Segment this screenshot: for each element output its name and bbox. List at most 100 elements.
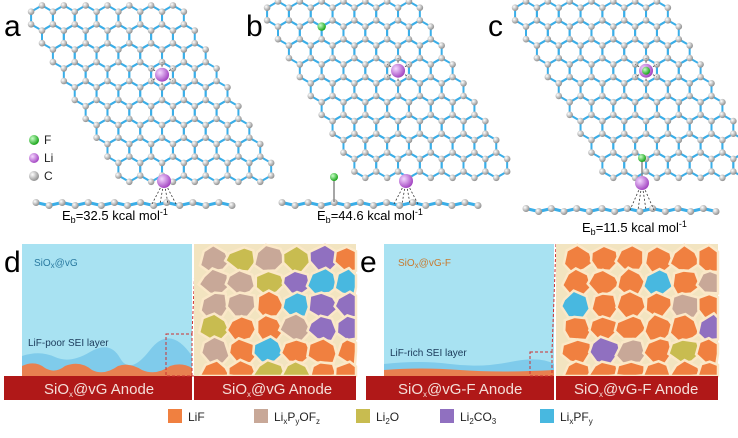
carbon-atom bbox=[104, 77, 111, 85]
carbon-atom bbox=[169, 102, 177, 110]
carbon-atom bbox=[213, 102, 220, 110]
carbon-ring bbox=[226, 155, 251, 183]
carbon-atom bbox=[224, 84, 231, 91]
sei-grain bbox=[225, 291, 257, 319]
carbon-atom bbox=[438, 130, 445, 137]
carbon-atom bbox=[27, 21, 35, 28]
sei-grain bbox=[225, 314, 258, 344]
carbon-atom bbox=[147, 153, 155, 160]
lithium-atom bbox=[391, 63, 406, 78]
carbon-atom bbox=[577, 4, 584, 11]
carbon-atom bbox=[631, 111, 639, 119]
carbon-ring bbox=[418, 151, 443, 179]
carbon-atom bbox=[93, 21, 100, 28]
carbon-atom bbox=[730, 155, 737, 163]
carbon-atom bbox=[664, 4, 672, 11]
carbon-atom bbox=[361, 73, 369, 81]
carbon-atom bbox=[427, 35, 435, 43]
carbon-atom bbox=[544, 35, 552, 43]
carbon-atom bbox=[307, 4, 315, 11]
sei-grain bbox=[614, 360, 646, 378]
carbon-atom bbox=[228, 202, 236, 209]
carbon-atom bbox=[438, 54, 445, 62]
carbon-atom bbox=[307, 17, 315, 24]
carbon-atom bbox=[588, 23, 595, 30]
carbon-atom bbox=[394, 92, 402, 100]
lif-islands-d bbox=[22, 363, 192, 378]
carbon-atom bbox=[599, 42, 606, 49]
carbon-atom bbox=[125, 27, 133, 34]
carbon-atom bbox=[697, 98, 704, 106]
carbon-atom bbox=[533, 4, 541, 11]
lipof-swatch bbox=[254, 409, 268, 423]
carbon-atom bbox=[653, 35, 661, 43]
carbon-atom bbox=[340, 35, 347, 43]
legend-li2o: Li2O bbox=[376, 410, 399, 426]
carbon-atom bbox=[449, 61, 456, 68]
carbon-atom bbox=[351, 17, 358, 24]
carbon-atom bbox=[664, 155, 672, 163]
carbon-atom bbox=[191, 77, 199, 85]
carbon-atom bbox=[158, 159, 166, 167]
carbon-atom bbox=[60, 2, 68, 9]
carbon-atom bbox=[394, 4, 402, 11]
carbon-atom bbox=[416, 168, 424, 175]
carbon-atom bbox=[719, 149, 726, 156]
carbon-atom bbox=[383, 174, 391, 182]
panel-label-e: e bbox=[360, 246, 377, 279]
carbon-atom bbox=[394, 17, 402, 24]
sei-label-e: LiF-rich SEI layer bbox=[390, 348, 467, 359]
carbon-atom bbox=[599, 92, 606, 100]
zoom-line-e-top bbox=[551, 243, 557, 353]
carbon-atom bbox=[675, 73, 683, 81]
carbon-atom bbox=[708, 155, 715, 163]
fluorine-atom bbox=[330, 173, 338, 181]
carbon-atom bbox=[609, 111, 617, 119]
carbon-atom bbox=[642, 117, 650, 125]
carbon-atom bbox=[620, 42, 628, 49]
carbon-atom bbox=[340, 0, 347, 5]
carbon-atom bbox=[631, 98, 639, 106]
carbon-atom bbox=[577, 17, 584, 24]
carbon-atom bbox=[169, 27, 177, 34]
carbon-atom bbox=[686, 130, 693, 137]
carbon-atom bbox=[555, 17, 563, 24]
carbon-atom bbox=[202, 159, 209, 167]
carbon-atom bbox=[544, 0, 552, 5]
carbon-ring bbox=[117, 155, 142, 183]
carbon-atom bbox=[180, 134, 188, 141]
carbon-atom bbox=[169, 115, 177, 123]
carbon-atom bbox=[115, 84, 122, 91]
carbon-atom bbox=[460, 117, 467, 125]
li2o-swatch bbox=[356, 409, 370, 423]
carbon-atom bbox=[719, 136, 726, 144]
sei-grain bbox=[668, 312, 701, 344]
carbon-atom bbox=[664, 80, 672, 87]
carbon-atom bbox=[82, 39, 89, 47]
carbon-atom bbox=[555, 92, 563, 100]
carbon-atom bbox=[213, 140, 220, 148]
carbon-atom-icon bbox=[29, 171, 39, 181]
carbon-atom bbox=[71, 21, 79, 28]
carbon-atom bbox=[460, 80, 467, 87]
carbon-atom bbox=[611, 208, 619, 215]
anode-label-d: SiOx@vG Anode bbox=[44, 381, 154, 399]
carbon-atom bbox=[730, 130, 737, 137]
carbon-atom bbox=[104, 140, 111, 148]
carbon-atom bbox=[664, 42, 672, 49]
sei-grain bbox=[695, 360, 720, 378]
carbon-atom bbox=[137, 199, 145, 206]
panel-d-schematic: SiOx@vG LiF-poor SEI layer SiOx@vG Anode… bbox=[4, 243, 358, 400]
carbon-atom bbox=[642, 92, 650, 100]
carbon-atom bbox=[405, 0, 413, 5]
carbon-atom bbox=[158, 8, 166, 15]
carbon-atom bbox=[246, 134, 253, 141]
sei-grains-e bbox=[556, 243, 720, 378]
carbon-atom bbox=[115, 8, 122, 15]
carbon-atom bbox=[158, 121, 166, 129]
carbon-atom bbox=[577, 80, 584, 87]
carbon-atom bbox=[136, 84, 144, 91]
carbon-atom bbox=[202, 121, 209, 129]
carbon-atom bbox=[383, 23, 391, 30]
electrode-label-e: SiOx@vG-F bbox=[398, 258, 451, 270]
